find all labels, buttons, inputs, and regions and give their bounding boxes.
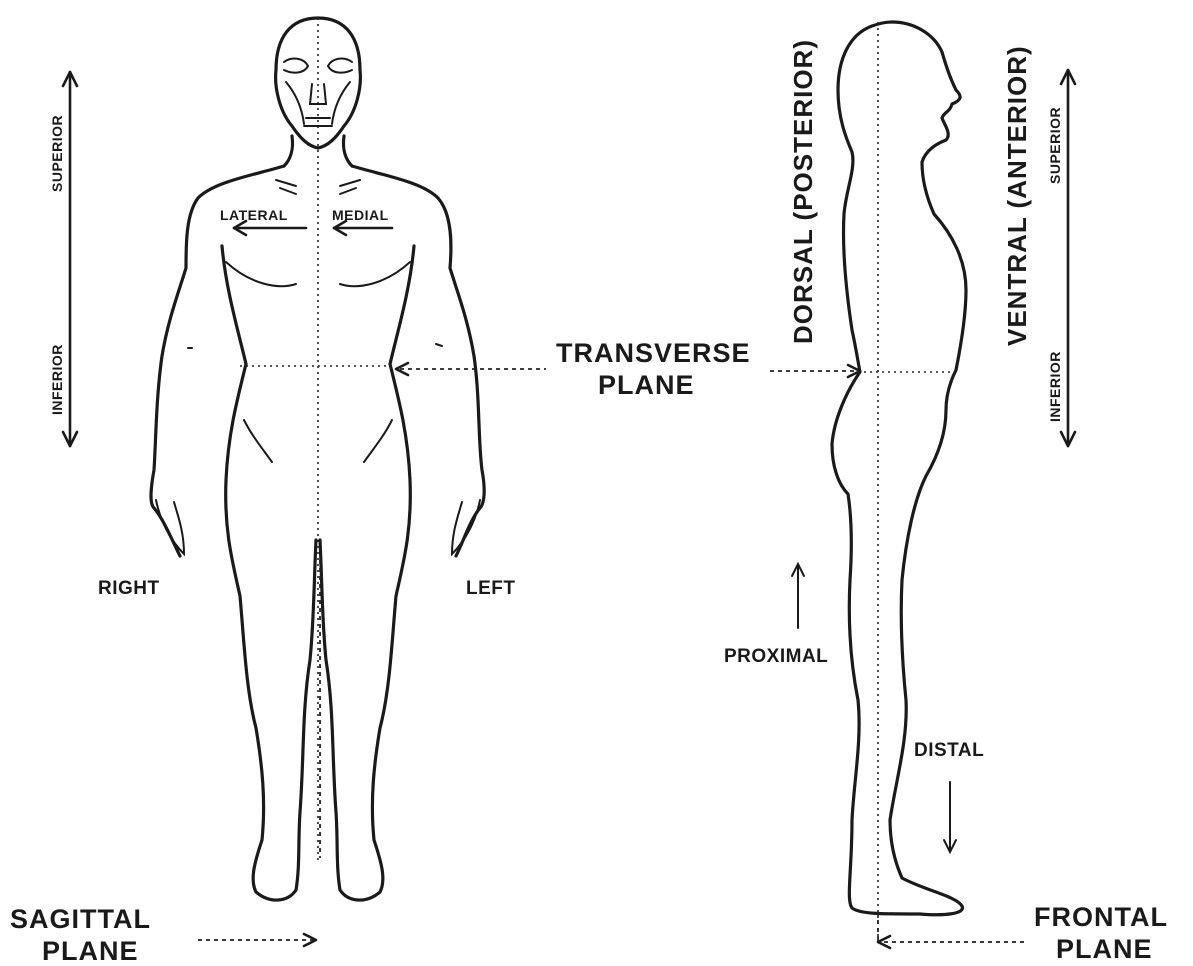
right-inferior-label: INFERIOR	[1047, 351, 1063, 422]
groin-line-left	[364, 420, 392, 462]
superior-label: SUPERIOR	[49, 115, 65, 192]
transverse-label-line1: TRANSVERSE	[556, 338, 751, 368]
inferior-label: INFERIOR	[49, 344, 65, 415]
lateral-medial-arrows: LATERAL MEDIAL	[220, 207, 392, 235]
transverse-plane-indicator: TRANSVERSE PLANE	[396, 338, 860, 400]
clavicle-left	[340, 180, 360, 194]
elbow-mark-left	[436, 344, 442, 346]
face-detail-right	[328, 59, 352, 73]
side-body-figure	[832, 22, 1024, 948]
clavicle-right	[276, 180, 296, 194]
medial-label: MEDIAL	[332, 207, 389, 223]
transverse-label-line2: PLANE	[598, 370, 695, 400]
dorsal-label: DORSAL (POSTERIOR)	[788, 39, 818, 344]
proximal-label: PROXIMAL	[724, 646, 828, 667]
proximal-indicator: PROXIMAL	[724, 564, 828, 667]
distal-label: DISTAL	[914, 740, 984, 761]
sagittal-label-line1: SAGITTAL	[10, 904, 151, 934]
right-superior-label: SUPERIOR	[1047, 107, 1063, 184]
sagittal-plane-label-group: SAGITTAL PLANE	[10, 904, 316, 966]
right-label: RIGHT	[98, 578, 160, 599]
superior-inferior-axis-right: SUPERIOR INFERIOR	[1047, 70, 1075, 446]
superior-inferior-axis-left: SUPERIOR INFERIOR	[49, 72, 77, 446]
chest-curve-right	[226, 262, 296, 286]
face-nose	[310, 84, 326, 104]
distal-indicator: DISTAL	[914, 740, 984, 852]
left-label: LEFT	[466, 578, 516, 599]
left-hand	[452, 500, 480, 554]
face-detail-left	[284, 59, 308, 73]
sagittal-label-line2: PLANE	[42, 936, 139, 966]
chest-curve-left	[340, 262, 410, 286]
right-hand	[156, 500, 184, 554]
ventral-label: VENTRAL (ANTERIOR)	[1002, 45, 1032, 346]
front-inner-arms	[222, 246, 414, 900]
side-body-outline	[832, 22, 966, 915]
front-body-figure	[151, 18, 484, 900]
frontal-label-line1: FRONTAL	[1034, 902, 1168, 932]
lateral-label: LATERAL	[220, 207, 288, 223]
groin-line-right	[244, 420, 272, 462]
frontal-label-line2: PLANE	[1056, 934, 1153, 964]
